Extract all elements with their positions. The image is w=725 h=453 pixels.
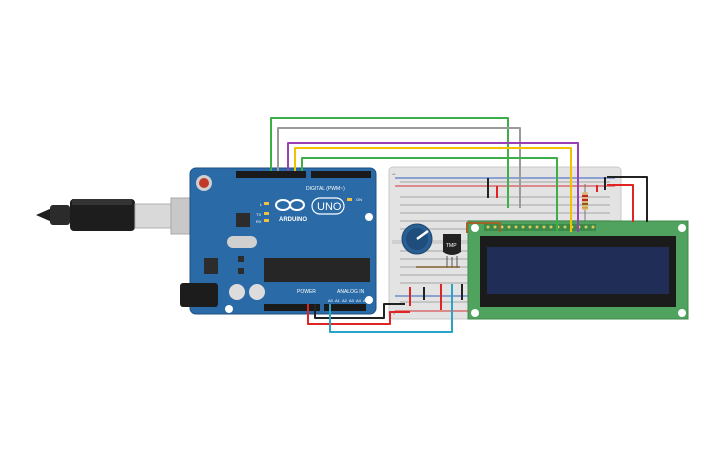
- usb-cable: [36, 197, 202, 235]
- reset-button[interactable]: [199, 178, 209, 188]
- analog-header-label: ANALOG IN: [337, 289, 365, 295]
- analog-header[interactable]: [324, 304, 366, 311]
- wires: [270, 117, 648, 333]
- wire-red-lcd: [607, 184, 634, 222]
- power-header-label: POWER: [297, 289, 316, 295]
- atmega-chip: [264, 258, 370, 282]
- led-label-rx: RX: [256, 219, 262, 224]
- potentiometer[interactable]: [401, 223, 433, 255]
- rail-minus-top: −: [392, 172, 396, 178]
- wire-black-lcd: [607, 176, 648, 222]
- wire-green-inner: [301, 157, 558, 232]
- resistor[interactable]: [582, 184, 588, 224]
- lcd-screen: [487, 247, 669, 294]
- led-label-tx: TX: [256, 212, 261, 217]
- temperature-sensor[interactable]: TMP: [443, 234, 461, 268]
- board-model: UNO: [317, 201, 342, 213]
- pin-a5-label: A5: [363, 298, 369, 303]
- led-label-l: L: [260, 202, 263, 207]
- pin-a0-label: A0: [328, 298, 334, 303]
- voltage-regulator: [204, 258, 218, 274]
- on-led-label: ON: [356, 197, 362, 202]
- wire-green-outer: [270, 117, 509, 208]
- usb-chip: [236, 213, 250, 227]
- digital-header-right[interactable]: [311, 171, 371, 178]
- wire-red-rail: [307, 304, 410, 325]
- digital-header-left[interactable]: [236, 171, 306, 178]
- temp-sensor-label: TMP: [446, 243, 457, 249]
- digital-header-label: DIGITAL (PWM~): [306, 186, 345, 192]
- pin-a1-label: A1: [335, 298, 341, 303]
- board-name: ARDUINO: [279, 217, 307, 223]
- lcd-display[interactable]: [467, 220, 689, 320]
- pin-a2-label: A2: [342, 298, 348, 303]
- infinity-logo: [275, 199, 305, 211]
- arduino-uno-board[interactable]: ARDUINO UNO DIGITAL (PWM~) POWER ANALOG …: [180, 167, 377, 315]
- wire-purple: [287, 142, 579, 232]
- power-header[interactable]: [264, 304, 320, 311]
- wire-yellow: [294, 147, 572, 232]
- pin-a4-label: A4: [356, 298, 362, 303]
- pin-a3-label: A3: [349, 298, 355, 303]
- crystal: [227, 236, 257, 248]
- wire-brown: [466, 222, 501, 233]
- wire-black-rail: [314, 303, 405, 319]
- rail-plus-bottom: +: [392, 310, 396, 317]
- wire-gray: [277, 127, 521, 208]
- wire-blue-a0: [329, 284, 453, 333]
